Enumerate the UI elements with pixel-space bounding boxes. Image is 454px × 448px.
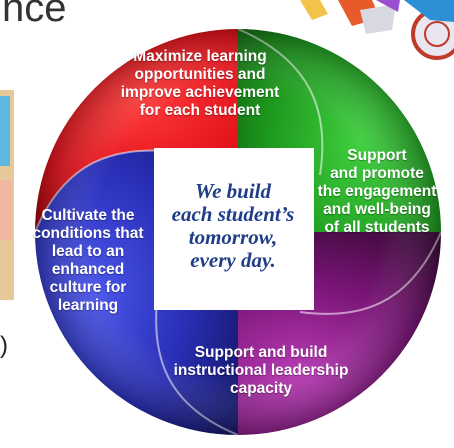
purple-segment-line: capacity [229,380,293,397]
center-message-line: We build [194,179,272,203]
red-segment-line: opportunities and [134,66,266,83]
purple-segment-line: instructional leadership [173,362,349,379]
blue-segment-line: lead to an [51,243,125,260]
red-segment-line: for each student [139,102,261,119]
photo-fragment-icon [0,90,14,300]
blue-segment-line: conditions that [32,225,144,242]
center-message-line: every day. [190,248,276,272]
center-square [154,148,314,310]
edge-text-fragment: ) [0,332,8,359]
green-segment-line: and promote [330,165,424,182]
blue-segment-line: Cultivate the [41,207,135,224]
blue-segment-label: Cultivate the conditions that lead to an… [26,207,150,315]
center-message-line: tomorrow, [188,225,278,249]
partial-title-text: nce [2,0,67,30]
green-segment-line: of all students [324,219,430,236]
blue-segment-line: learning [57,297,119,314]
blue-segment-line: enhanced [51,261,125,278]
purple-segment-line: Support and build [194,344,328,361]
red-segment-line: Maximize learning [133,48,267,65]
red-segment-label: Maximize learning opportunities and impr… [110,48,290,120]
red-segment-line: improve achievement [120,84,280,101]
green-segment-label: Support and promote the engagement and w… [312,147,442,237]
center-message: We build each student’s tomorrow, every … [158,180,308,272]
purple-segment-label: Support and build instructional leadersh… [166,344,356,398]
green-segment-line: the engagement [317,183,437,200]
green-segment-line: and well-being [323,201,431,218]
wheelchair-illustration-icon [404,0,454,60]
green-segment-line: Support [347,147,407,164]
center-message-line: each student’s [171,202,295,226]
people-illustration-icon [300,0,400,34]
blue-segment-line: culture for [49,279,127,296]
